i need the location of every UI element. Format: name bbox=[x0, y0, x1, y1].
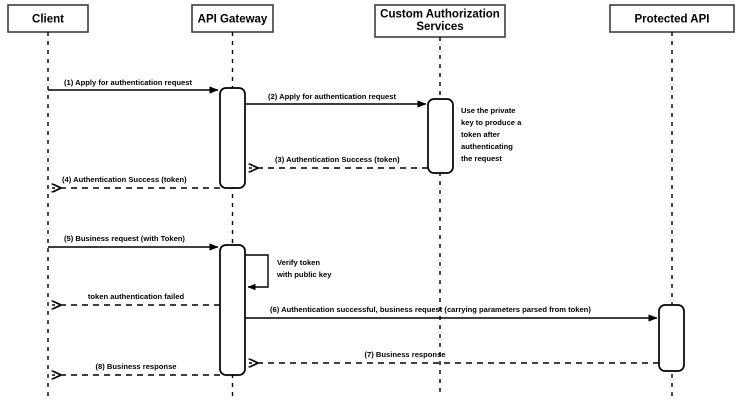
self-message-verify-token-arrow bbox=[245, 254, 269, 291]
activation-gateway-auth bbox=[219, 87, 246, 189]
message-8-label: (8) Business response bbox=[95, 362, 176, 371]
message-2-label: (2) Apply for authentication request bbox=[268, 92, 396, 101]
self-message-verify-token-line-1: Verify token bbox=[277, 258, 320, 267]
message-6-label: (6) Authentication successful, business … bbox=[270, 305, 591, 314]
message-7-label: (7) Business response bbox=[364, 350, 445, 359]
note-private-key-line-2: key to produce a bbox=[461, 118, 522, 127]
note-private-key-line-1: Use the private bbox=[461, 106, 515, 115]
message-1-label: (1) Apply for authentication request bbox=[64, 78, 192, 87]
activation-api bbox=[658, 304, 685, 372]
participant-api[interactable]: Protected API bbox=[609, 4, 735, 33]
note-private-key-line-4: authenticating bbox=[461, 142, 513, 151]
activation-gateway-business bbox=[219, 244, 246, 376]
participant-label-gateway: API Gateway bbox=[198, 14, 268, 26]
self-message-verify-token-line-2: with public key bbox=[276, 270, 332, 279]
note-private-key: Use the private key to produce a token a… bbox=[461, 106, 522, 163]
message-4-label: (4) Authentication Success (token) bbox=[62, 175, 187, 184]
participant-authsvc[interactable]: Custom Authorization Services bbox=[374, 4, 506, 38]
participant-label-authsvc-line1: Custom Authorization bbox=[380, 9, 500, 21]
participant-label-api: Protected API bbox=[635, 14, 710, 26]
participant-box-api[interactable] bbox=[609, 4, 735, 33]
message-7[interactable]: (7) Business response bbox=[249, 350, 659, 363]
note-private-key-line-5: the request bbox=[461, 154, 502, 163]
participant-client[interactable]: Client bbox=[7, 4, 89, 33]
note-private-key-line-3: token after bbox=[461, 130, 500, 139]
message-3-label: (3) Authentication Success (token) bbox=[275, 155, 400, 164]
self-message-verify-token[interactable]: Verify token with public key bbox=[245, 254, 332, 291]
message-1[interactable]: (1) Apply for authentication request bbox=[48, 78, 219, 94]
message-5[interactable]: (5) Business request (with Token) bbox=[48, 234, 219, 251]
participant-label-client: Client bbox=[32, 14, 64, 26]
message-4[interactable]: (4) Authentication Success (token) bbox=[52, 175, 220, 188]
message-token-auth-failed[interactable]: token authentication failed bbox=[52, 292, 220, 305]
message-3[interactable]: (3) Authentication Success (token) bbox=[249, 155, 428, 168]
activation-authsvc bbox=[427, 98, 454, 174]
participant-label-authsvc-line2: Services bbox=[416, 21, 463, 33]
message-token-auth-failed-label: token authentication failed bbox=[88, 292, 185, 301]
message-5-label: (5) Business request (with Token) bbox=[64, 234, 185, 243]
participant-gateway[interactable]: API Gateway bbox=[191, 4, 274, 33]
message-8[interactable]: (8) Business response bbox=[52, 362, 220, 375]
message-6[interactable]: (6) Authentication successful, business … bbox=[245, 305, 658, 322]
message-2[interactable]: (2) Apply for authentication request bbox=[245, 92, 427, 108]
